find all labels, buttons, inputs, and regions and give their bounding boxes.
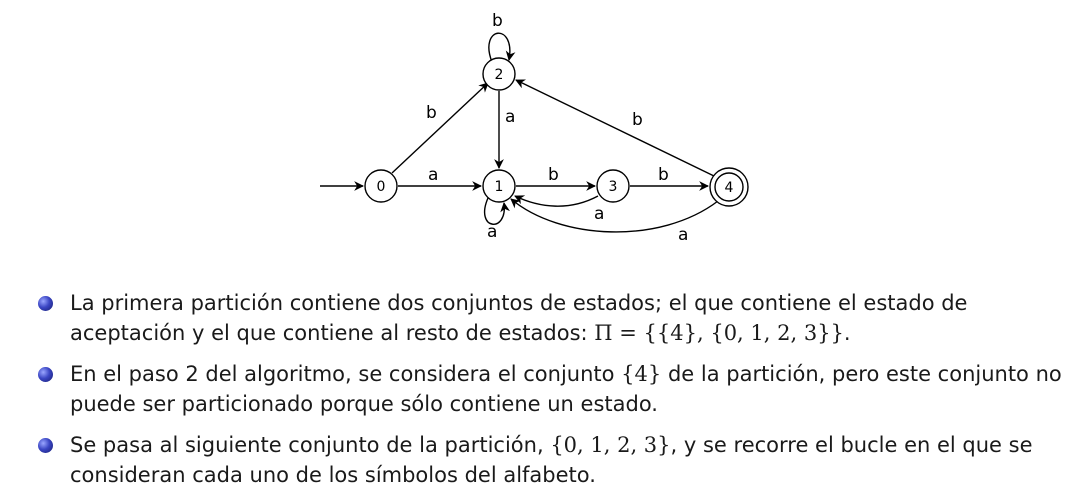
svg-text:4: 4 bbox=[725, 180, 734, 196]
edge-2-2 bbox=[488, 32, 516, 63]
bullet-item: La primera partición contiene dos conjun… bbox=[38, 288, 1068, 348]
state-3: 3 bbox=[596, 169, 630, 203]
edge-label-3-1: a bbox=[594, 204, 604, 224]
bullet-ball-icon bbox=[38, 367, 53, 382]
state-0: 0 bbox=[364, 169, 398, 203]
edge-4-2 bbox=[515, 79, 715, 177]
state-2: 2 bbox=[482, 57, 516, 91]
edge-0-2 bbox=[391, 82, 489, 174]
bullet-math: Π = {{4}, {0, 1, 2, 3}} bbox=[594, 321, 844, 345]
bullet-ball-icon bbox=[38, 438, 53, 453]
bullet-item: Se pasa al siguiente conjunto de la part… bbox=[38, 430, 1068, 490]
bullet-tail: de la partición, pero este conjunto no p… bbox=[70, 362, 1062, 416]
svg-text:0: 0 bbox=[377, 179, 386, 195]
edge-label-2-2: b bbox=[492, 11, 503, 31]
edge-label-1-1: a bbox=[487, 222, 497, 242]
bullet-text: La primera partición contiene dos conjun… bbox=[70, 291, 968, 345]
state-1: 1 bbox=[482, 169, 516, 203]
bullet-ball-icon bbox=[38, 296, 53, 311]
bullet-text: En el paso 2 del algoritmo, se considera… bbox=[70, 362, 622, 386]
edge-label-2-1: a bbox=[505, 107, 515, 127]
svg-text:1: 1 bbox=[495, 179, 504, 195]
edge-label-1-3: b bbox=[548, 165, 559, 185]
edge-3-1 bbox=[514, 195, 599, 207]
state-4-accepting: 4 bbox=[709, 167, 749, 207]
bullet-list: La primera partición contiene dos conjun… bbox=[38, 288, 1068, 501]
bullet-math: {0, 1, 2, 3} bbox=[550, 433, 671, 457]
bullet-tail: , y se recorre el bucle en el que se con… bbox=[70, 433, 1033, 487]
bullet-math: {4} bbox=[621, 362, 662, 386]
edge-label-0-2: b bbox=[426, 103, 437, 123]
svg-text:2: 2 bbox=[495, 67, 504, 83]
automaton-diagram: b b a b a b b a a a 2 0 1 3 4 bbox=[320, 11, 749, 245]
edge-label-4-1: a bbox=[678, 225, 688, 245]
edge-4-1 bbox=[510, 198, 719, 233]
edge-label-4-2: b bbox=[632, 110, 643, 130]
edge-1-1 bbox=[483, 197, 510, 225]
edge-label-3-4: b bbox=[658, 165, 669, 185]
bullet-text: Se pasa al siguiente conjunto de la part… bbox=[70, 433, 551, 457]
edge-label-0-1: a bbox=[428, 165, 438, 185]
bullet-item: En el paso 2 del algoritmo, se considera… bbox=[38, 359, 1068, 419]
bullet-tail: . bbox=[843, 321, 851, 345]
svg-text:3: 3 bbox=[609, 179, 618, 195]
